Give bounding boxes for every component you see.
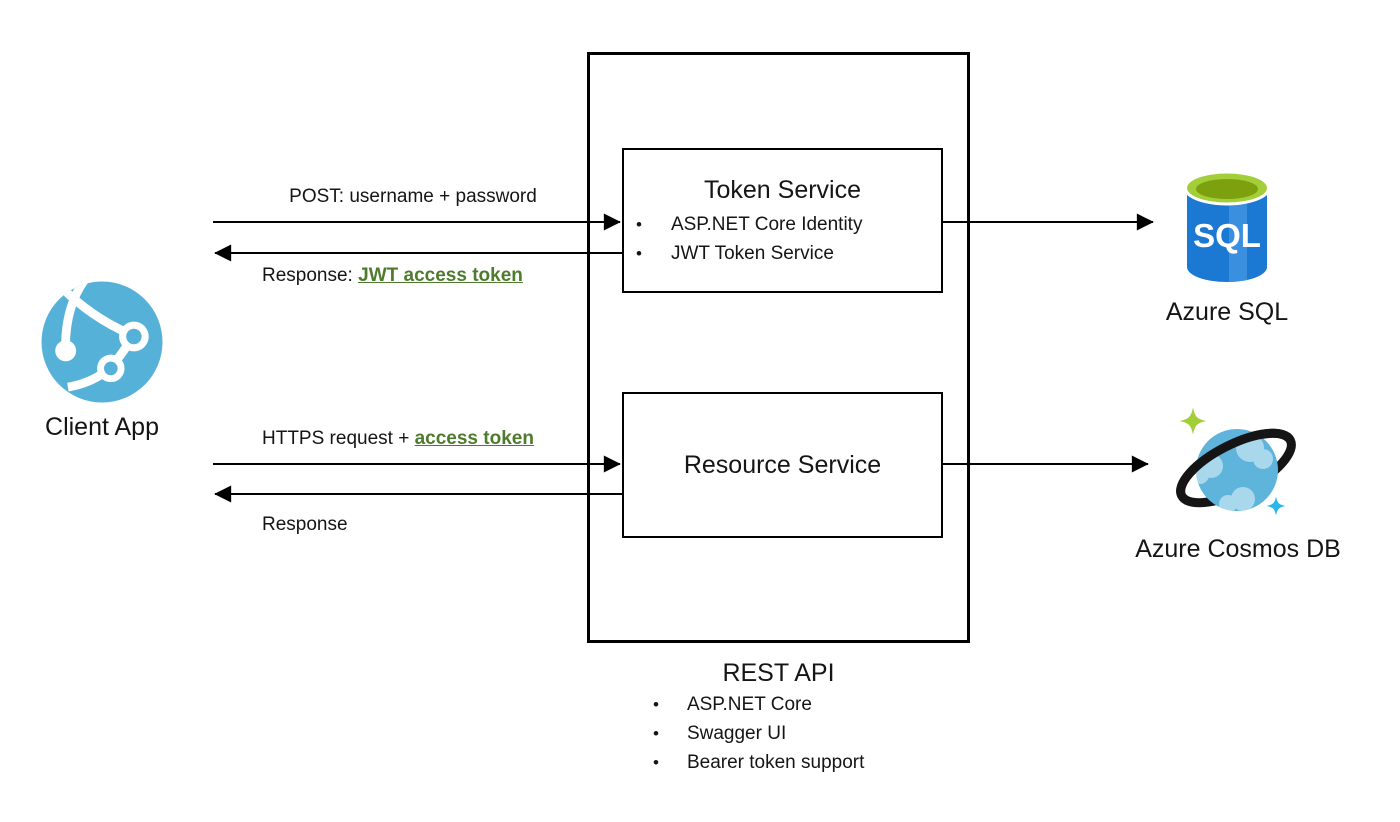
sparkle-icon [1179,407,1207,435]
rest-api-bullet: • ASP.NET Core [587,690,970,719]
resource-service-title: Resource Service [683,451,882,479]
resource-service-box: Resource Service [622,392,943,538]
post-flow-label: POST: username + password [289,186,537,207]
rest-api-box [587,52,970,643]
rest-api-title: REST API [722,659,835,687]
bullet-icon: • [636,215,642,234]
bullet-icon: • [653,695,659,714]
bullet-icon: • [636,244,642,263]
rest-api-bullet: • Bearer token support [587,748,970,777]
jwt-access-token-link: JWT access token [358,265,523,286]
sql-icon-text: SQL [1193,217,1261,254]
token-service-box: Token Service • ASP.NET Core Identity • … [622,148,943,293]
token-service-bullet: • ASP.NET Core Identity [624,210,941,239]
client-app: Client App [31,276,173,442]
rest-api-bullets: • ASP.NET Core • Swagger UI • Bearer tok… [587,690,970,777]
azure-cosmos-db: Azure Cosmos DB [1127,398,1349,564]
client-app-globe-icon [41,281,163,403]
azure-sql: SQL Azure SQL [1146,167,1308,327]
sparkle-icon [1266,496,1286,516]
token-response-flow-label: Response: JWT access token [262,265,523,286]
client-app-label: Client App [45,413,159,441]
bullet-icon: • [653,753,659,772]
azure-cosmos-db-label: Azure Cosmos DB [1135,535,1341,563]
access-token-link: access token [414,428,534,449]
rest-api-caption: REST API • ASP.NET Core • Swagger UI • B… [587,658,970,777]
cosmos-db-planet-icon [1176,407,1296,516]
azure-sql-database-icon: SQL [1183,170,1271,282]
response-flow-label: Response [262,514,348,535]
rest-api-bullet: • Swagger UI [587,719,970,748]
bullet-icon: • [653,724,659,743]
token-service-bullets: • ASP.NET Core Identity • JWT Token Serv… [624,210,941,268]
token-service-bullet: • JWT Token Service [624,239,941,268]
token-service-title: Token Service [703,176,862,204]
azure-sql-label: Azure SQL [1165,298,1289,326]
https-request-flow-label: HTTPS request + access token [262,428,534,449]
